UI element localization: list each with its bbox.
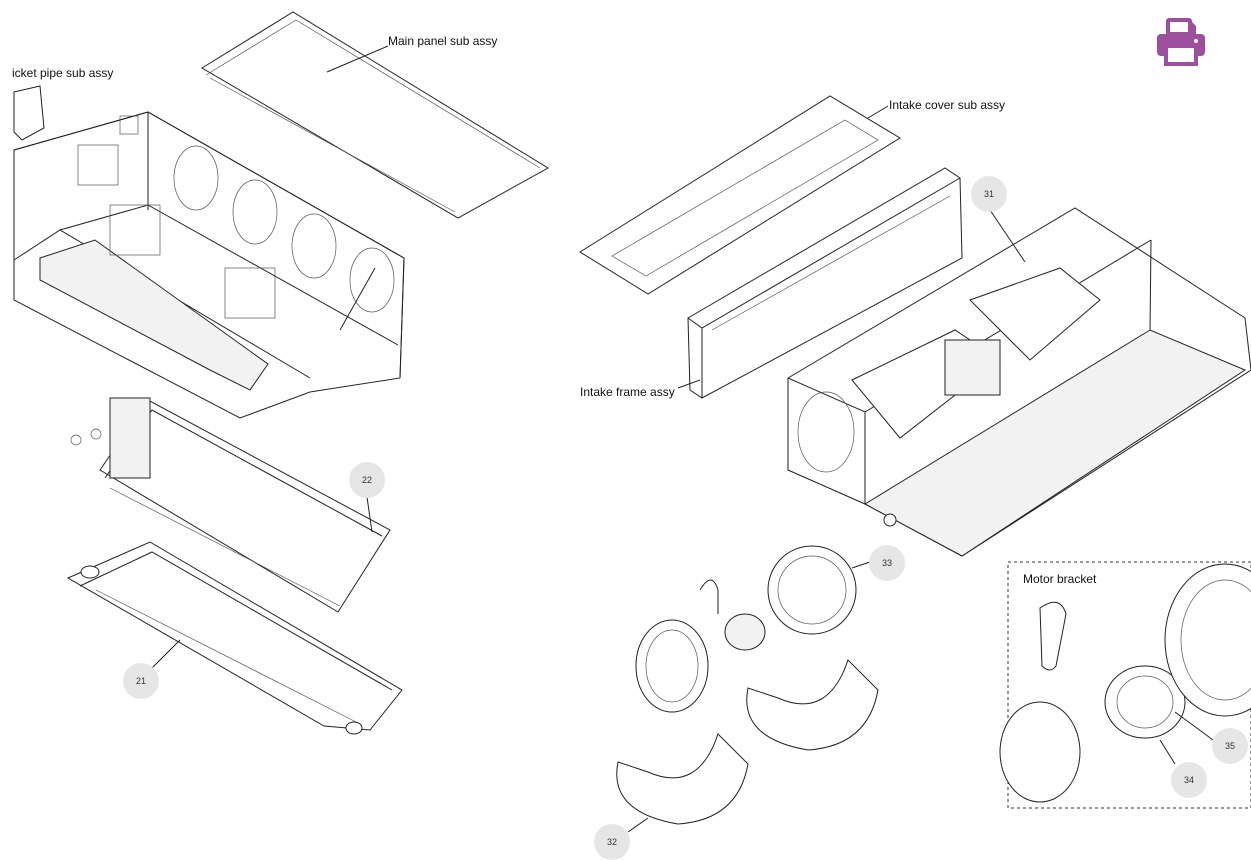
motor-bracket-inset	[999, 561, 1251, 809]
label-main-panel: Main panel sub assy	[388, 34, 498, 48]
intake-cover-drawing	[579, 95, 901, 295]
callout-34: 34	[1171, 762, 1207, 798]
main-panel-drawing	[201, 11, 549, 219]
print-button[interactable]	[1156, 18, 1206, 66]
label-intake-cover: Intake cover sub assy	[889, 98, 1006, 112]
fan-housing-drawing	[787, 207, 1251, 557]
callout-32: 32	[594, 824, 630, 860]
print-icon	[1157, 18, 1205, 66]
label-motor-bracket: Motor bracket	[1023, 572, 1097, 586]
intake-frame-drawing	[677, 167, 963, 399]
callout-33: 33	[869, 545, 905, 581]
callout-21: 21	[123, 663, 159, 699]
coil-drawing	[70, 397, 391, 613]
label-intake-frame: Intake frame assy	[580, 385, 675, 399]
drain-pan-drawing	[66, 541, 403, 735]
callout-35: 35	[1212, 728, 1248, 764]
label-bracket-pipe: icket pipe sub assy	[12, 66, 114, 80]
callout-22: 22	[349, 462, 385, 498]
main-body-chassis-drawing	[13, 85, 405, 419]
scroll-casings-drawing	[616, 659, 879, 833]
callout-31: 31	[971, 176, 1007, 212]
blower-wheels-drawing	[635, 545, 871, 713]
